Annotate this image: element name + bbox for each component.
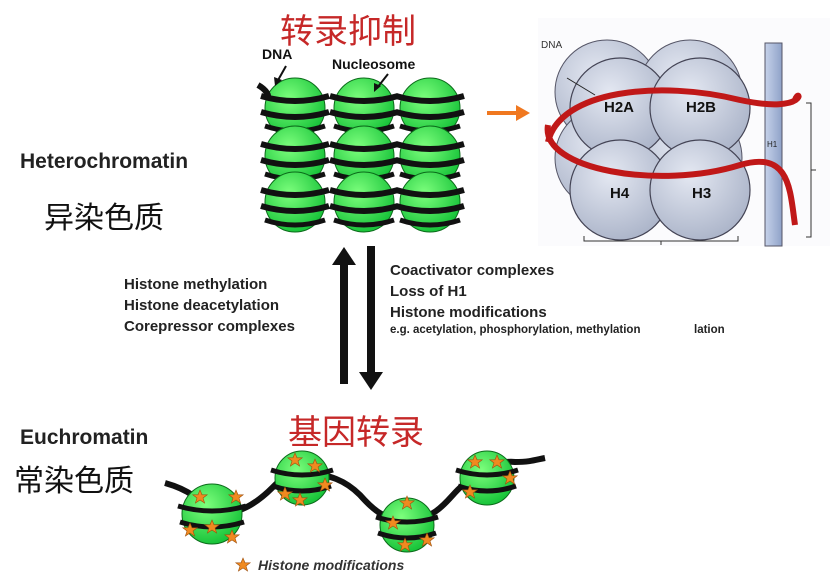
clipped-text: lation <box>694 324 725 336</box>
nucleosome <box>330 172 398 232</box>
heterochromatin-label: Heterochromatin <box>20 150 189 173</box>
h2b-label: H2B <box>686 99 717 116</box>
nucleosome <box>261 172 329 232</box>
transition-arrows <box>332 246 383 390</box>
list-item: Loss of H1 <box>390 283 467 300</box>
histone-octamer <box>538 18 830 247</box>
list-item: Histone deacetylation <box>124 297 280 314</box>
h2a-label: H2A <box>604 99 635 116</box>
h4-label: H4 <box>610 185 630 202</box>
up-arrow-icon <box>332 247 356 265</box>
euchromatin-cn-label: 常染色质 <box>14 464 134 499</box>
nucleosome-label: Nucleosome <box>332 56 416 72</box>
zoom-arrow <box>487 105 530 121</box>
h1-bar <box>764 42 783 247</box>
euchromatin-fiber <box>164 450 546 572</box>
nucleosome <box>396 172 464 232</box>
octamer-dna-label: DNA <box>541 40 563 51</box>
down-arrow-icon <box>359 372 383 390</box>
list-item: Histone modifications <box>390 304 547 321</box>
heterochromatin-cn-label: 异染色质 <box>44 201 164 236</box>
h3-histone <box>649 139 751 241</box>
h3-label: H3 <box>692 185 712 202</box>
legend-star-icon <box>235 557 251 572</box>
nucleosome <box>270 450 334 506</box>
modification-examples: e.g. acetylation, phosphorylation, methy… <box>390 324 641 336</box>
list-item: Corepressor complexes <box>124 318 295 335</box>
list-item: Coactivator complexes <box>390 262 555 279</box>
heterochromatin-cluster <box>256 65 464 232</box>
h1-label: H1 <box>767 140 778 149</box>
activation-title: 基因转录 <box>288 413 424 453</box>
euchromatin-label: Euchromatin <box>20 426 149 449</box>
list-item: Histone methylation <box>124 276 268 293</box>
to-euchromatin-list: Coactivator complexes Loss of H1 Histone… <box>390 260 554 323</box>
dna-label: DNA <box>262 46 293 62</box>
repression-title: 转录抑制 <box>280 12 416 52</box>
to-heterochromatin-list: Histone methylation Histone deacetylatio… <box>124 274 295 337</box>
legend-label: Histone modifications <box>258 557 405 573</box>
